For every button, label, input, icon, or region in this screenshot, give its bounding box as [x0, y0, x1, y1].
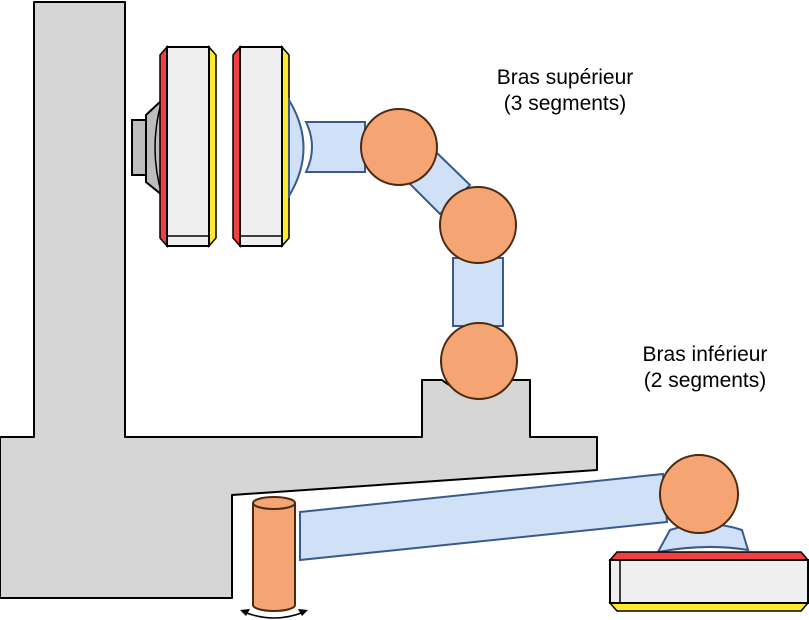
- lower-arm-base-cylinder: [252, 496, 296, 612]
- upper-plate-right: [232, 45, 290, 248]
- lower-arm-label-line1: Bras inférieur: [642, 343, 768, 366]
- lower-arm-joint: [659, 454, 739, 534]
- upper-arm-segment-1: [304, 121, 366, 173]
- upper-arm-joint-3: [440, 322, 518, 400]
- upper-plate-left: [159, 45, 217, 248]
- lower-arm-label-line2: (2 segments): [643, 369, 767, 392]
- upper-arm-dome-connector: [288, 96, 305, 200]
- upper-arm-label-line2: (3 segments): [503, 92, 627, 115]
- upper-arm-joint-1: [360, 108, 438, 186]
- upper-arm-segment-3: [452, 257, 504, 327]
- upper-arm-joint-2: [439, 186, 517, 264]
- lower-arm-label: Bras inférieur (2 segments): [610, 342, 800, 394]
- upper-arm-base-mount: [131, 97, 163, 198]
- lower-plate: [608, 551, 809, 612]
- lower-arm-segment-1: [299, 472, 669, 562]
- upper-arm-label-line1: Bras supérieur: [496, 66, 634, 89]
- upper-arm-label: Bras supérieur (3 segments): [470, 65, 660, 117]
- rotation-arrow-icon: [240, 609, 308, 619]
